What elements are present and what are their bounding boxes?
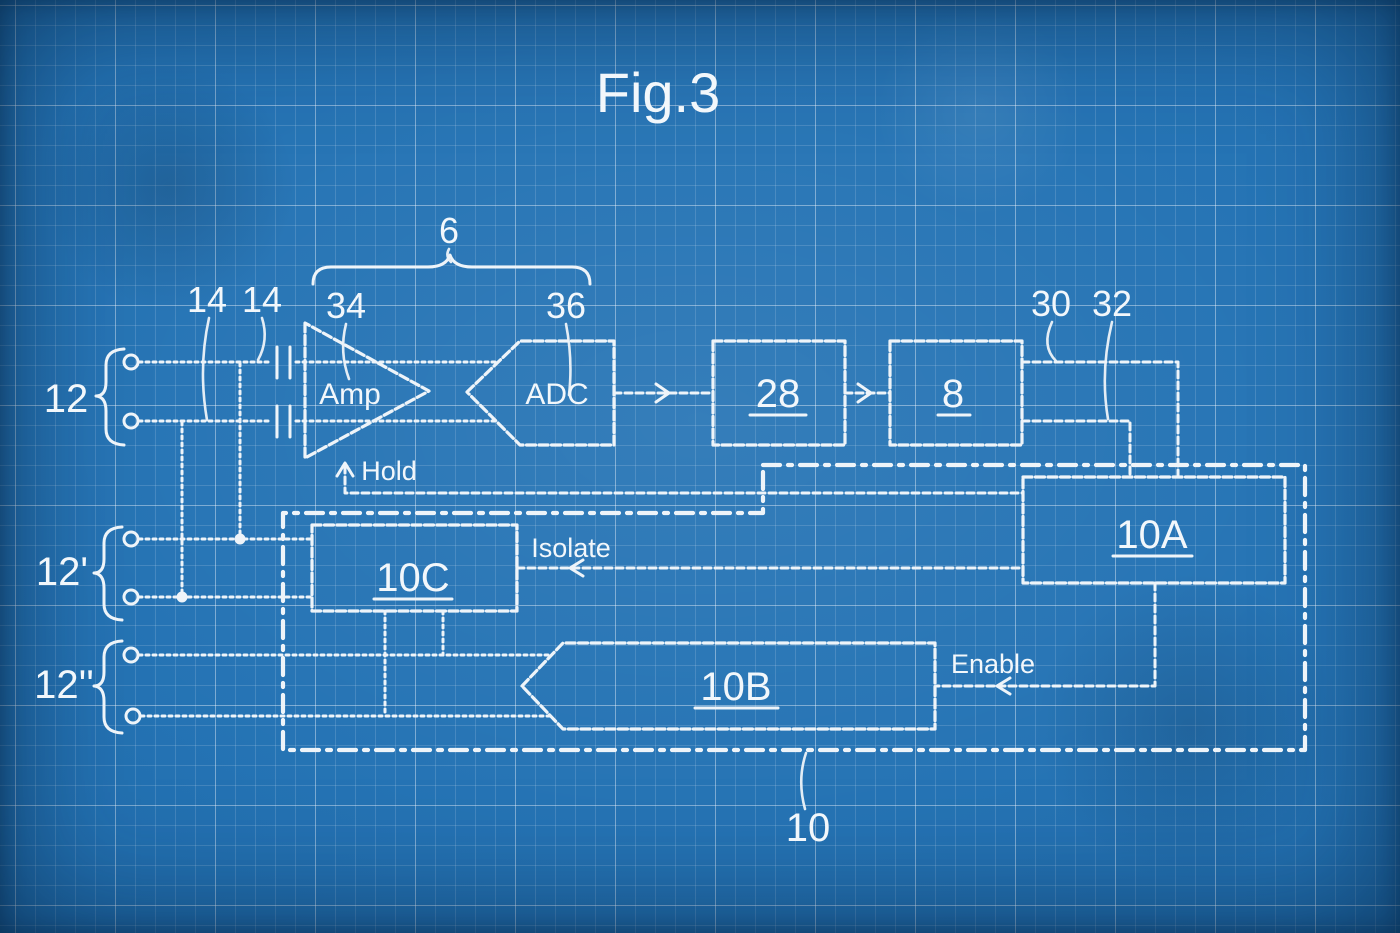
ref-12pp-label: 12'' <box>34 663 94 707</box>
junction-dot-lower <box>176 591 188 603</box>
ref-34-label: 34 <box>326 285 366 326</box>
wire-enable <box>937 583 1155 686</box>
ref-14-left-leader <box>203 318 209 420</box>
terminal-12p-upper <box>124 532 138 546</box>
adc-36: ADC 36 <box>467 285 614 445</box>
capacitors-14: 14 14 <box>187 279 290 437</box>
ref-6-leader <box>447 249 451 262</box>
ref-14-right-label: 14 <box>242 279 282 320</box>
block-10b-outline <box>522 643 935 729</box>
input-12-double-prime: 12'' <box>34 611 551 733</box>
amplifier-34: Amp 34 <box>305 285 429 458</box>
buses-30-32: 30 32 <box>1022 283 1178 477</box>
block-10b: 10B Enable <box>522 583 1155 729</box>
block-10c-label: 10C <box>376 556 449 600</box>
wire-hold <box>345 466 1023 493</box>
block-10b-label: 10B <box>700 665 771 709</box>
ref-10-leader <box>801 753 806 809</box>
ref-36-leader <box>566 324 570 395</box>
wire-30 <box>1022 362 1178 477</box>
adc-label: ADC <box>525 378 588 411</box>
ref-32-leader <box>1105 322 1112 419</box>
arrow-left-enable <box>997 678 1010 694</box>
terminal-12pp-upper <box>124 648 138 662</box>
hold-signal: Hold <box>337 456 1023 493</box>
terminal-12-upper <box>124 355 138 369</box>
arrow-left-isolate <box>570 560 583 576</box>
ref-10-label: 10 <box>786 806 831 850</box>
wire-32 <box>1022 421 1130 477</box>
enable-label: Enable <box>951 649 1035 679</box>
isolate-label: Isolate <box>531 533 611 563</box>
ref-34-leader <box>343 324 349 379</box>
junction-dot-upper <box>234 533 246 545</box>
figure-title: Fig.3 <box>596 61 721 124</box>
block-8-label: 8 <box>942 372 964 416</box>
block-10a-label: 10A <box>1116 513 1187 557</box>
input-12: 12 <box>44 349 498 445</box>
input-12-prime: 12' <box>36 363 312 620</box>
terminal-12p-lower <box>124 590 138 604</box>
block-28-label: 28 <box>756 372 801 416</box>
signal-chain: 28 8 <box>614 341 1022 445</box>
block-10c: 10C Isolate <box>312 525 1023 611</box>
arrow-right-adc-28 <box>656 384 669 402</box>
group-6: 6 <box>313 210 590 284</box>
ref-12-label: 12 <box>44 377 89 421</box>
ref-14-left-label: 14 <box>187 279 227 320</box>
boundary-10-outline <box>283 465 1305 750</box>
arrow-up-hold <box>337 463 353 476</box>
brace-12 <box>96 349 124 445</box>
ref-12p-label: 12' <box>36 550 88 594</box>
ref-30-leader <box>1047 322 1056 361</box>
terminal-12pp-lower <box>126 709 140 723</box>
arrow-right-28-8 <box>858 384 871 402</box>
ref-32-label: 32 <box>1092 283 1132 324</box>
ref-30-label: 30 <box>1031 283 1071 324</box>
block-10a: 10A <box>1023 477 1285 583</box>
hold-label: Hold <box>361 456 417 486</box>
brace-12pp <box>94 641 122 733</box>
amp-triangle <box>305 323 429 458</box>
brace-12p <box>94 527 122 620</box>
terminal-12-lower <box>124 414 138 428</box>
brace-6 <box>313 255 590 284</box>
ref-36-label: 36 <box>546 285 586 326</box>
ref-14-right-leader <box>258 318 265 360</box>
ref-6-label: 6 <box>439 210 459 251</box>
amp-label: Amp <box>319 378 381 411</box>
block-8 <box>890 341 1022 445</box>
controller-boundary-10: 10 <box>283 465 1305 850</box>
